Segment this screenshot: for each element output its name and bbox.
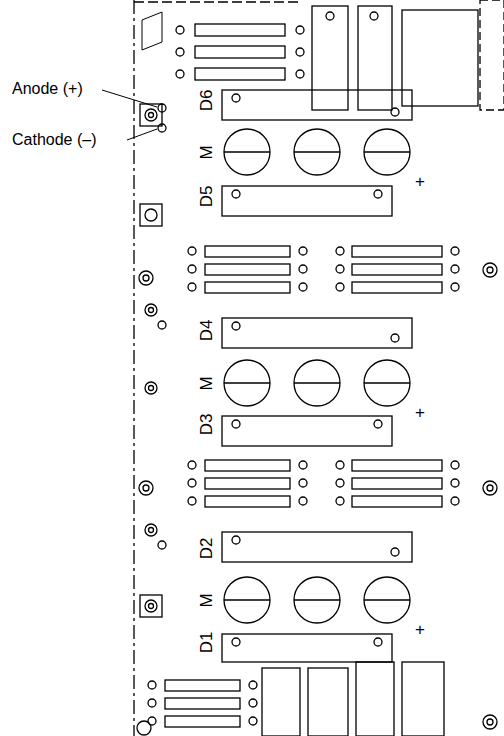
polarity-mark: M: [198, 145, 217, 159]
callout-label: Cathode (–): [12, 131, 97, 149]
designator: D3: [198, 413, 217, 435]
polarity-mark: M: [198, 593, 217, 607]
polarity-mark: +: [415, 173, 425, 192]
polarity-mark: +: [415, 621, 425, 640]
polarity-mark: +: [415, 404, 425, 423]
designator: D1: [198, 631, 217, 653]
callout-label: Anode (+): [12, 80, 83, 98]
designator: D2: [198, 537, 217, 559]
designator: D6: [198, 89, 217, 111]
designator: D4: [198, 319, 217, 341]
designator: D5: [198, 185, 217, 207]
polarity-mark: M: [198, 376, 217, 390]
